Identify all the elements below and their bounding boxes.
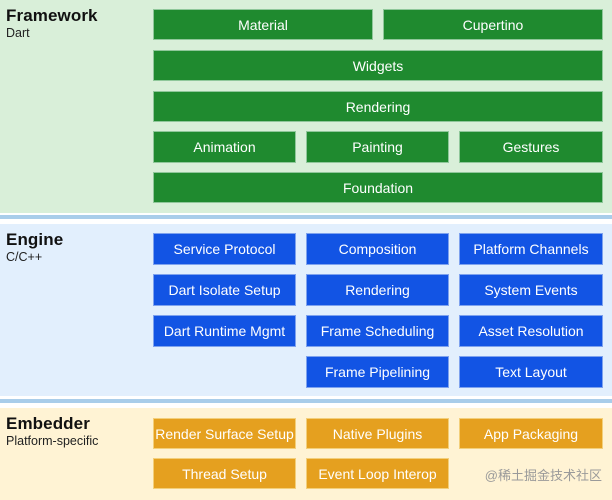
block-asset-resolution: Asset Resolution bbox=[459, 315, 603, 347]
block-frame-pipelining: Frame Pipelining bbox=[306, 356, 449, 388]
block-widgets: Widgets bbox=[153, 50, 603, 81]
block-cupertino: Cupertino bbox=[383, 9, 603, 40]
framework-title: Framework bbox=[6, 6, 98, 25]
block-event-loop-interop: Event Loop Interop bbox=[306, 458, 449, 489]
engine-subtitle: C/C++ bbox=[6, 250, 43, 264]
block-system-events: System Events bbox=[459, 274, 603, 306]
framework-layer: Framework Dart Material Cupertino Widget… bbox=[0, 0, 612, 213]
block-foundation: Foundation bbox=[153, 172, 603, 203]
engine-title: Engine bbox=[6, 230, 64, 249]
block-service-protocol: Service Protocol bbox=[153, 233, 296, 265]
block-app-packaging: App Packaging bbox=[459, 418, 603, 449]
block-frame-scheduling: Frame Scheduling bbox=[306, 315, 449, 347]
framework-subtitle: Dart bbox=[6, 26, 30, 40]
layer-divider bbox=[0, 215, 612, 219]
block-gestures: Gestures bbox=[459, 131, 603, 163]
block-render-surface-setup: Render Surface Setup bbox=[153, 418, 296, 449]
block-native-plugins: Native Plugins bbox=[306, 418, 449, 449]
embedder-subtitle: Platform-specific bbox=[6, 434, 99, 448]
engine-layer: Engine C/C++ Service Protocol Compositio… bbox=[0, 224, 612, 396]
watermark-text: @稀土掘金技术社区 bbox=[484, 468, 602, 483]
layer-divider bbox=[0, 399, 612, 403]
embedder-layer: Embedder Platform-specific Render Surfac… bbox=[0, 408, 612, 500]
block-dart-runtime-mgmt: Dart Runtime Mgmt bbox=[153, 315, 296, 347]
block-painting: Painting bbox=[306, 131, 449, 163]
block-animation: Animation bbox=[153, 131, 296, 163]
block-material: Material bbox=[153, 9, 373, 40]
block-thread-setup: Thread Setup bbox=[153, 458, 296, 489]
block-platform-channels: Platform Channels bbox=[459, 233, 603, 265]
block-dart-isolate-setup: Dart Isolate Setup bbox=[153, 274, 296, 306]
block-rendering: Rendering bbox=[153, 91, 603, 122]
block-composition: Composition bbox=[306, 233, 449, 265]
embedder-title: Embedder bbox=[6, 414, 90, 433]
block-text-layout: Text Layout bbox=[459, 356, 603, 388]
block-engine-rendering: Rendering bbox=[306, 274, 449, 306]
